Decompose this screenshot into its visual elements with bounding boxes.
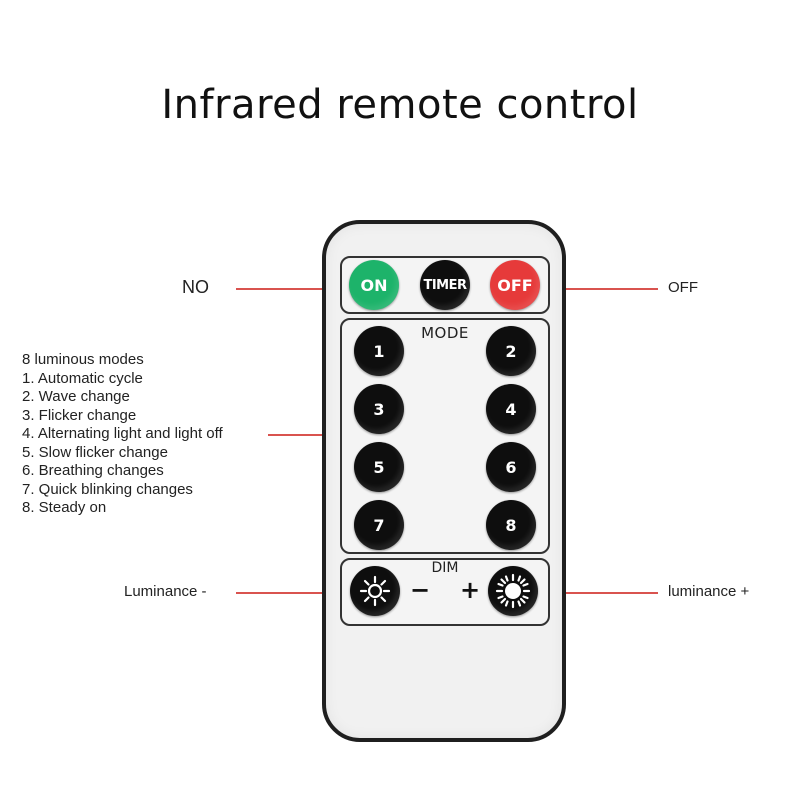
callout-on-label: NO (182, 277, 209, 297)
mode-button-2[interactable]: 2 (486, 326, 536, 376)
mode-button-1[interactable]: 1 (354, 326, 404, 376)
modes-list-item: 3. Flicker change (22, 406, 137, 424)
dim-label: DIM (431, 560, 459, 576)
modes-list-item: 2. Wave change (22, 388, 130, 405)
timer-button[interactable]: TIMER (420, 260, 470, 310)
callout-luminance-minus: Luminance - (124, 583, 207, 600)
mode-button-4[interactable]: 4 (486, 384, 536, 434)
sun-outline-icon (359, 575, 391, 607)
mode-panel: MODE 1 2 3 4 5 6 7 8 (340, 318, 550, 554)
dim-down-button[interactable] (350, 566, 400, 616)
modes-list: 8 luminous modes 1. Automatic cycle 2. W… (22, 351, 223, 518)
mode-button-6[interactable]: 6 (486, 442, 536, 492)
dim-panel: DIM − + (340, 558, 550, 626)
dim-up-button[interactable] (488, 566, 538, 616)
callout-line-luminance-minus (236, 592, 324, 594)
remote-body: ON TIMER OFF MODE 1 2 3 4 5 6 7 8 DIM (322, 220, 566, 742)
modes-list-heading: 8 luminous modes (22, 351, 144, 368)
modes-list-item: 1. Automatic cycle (22, 369, 143, 387)
mode-button-5[interactable]: 5 (354, 442, 404, 492)
modes-list-item: 7. Quick blinking changes (22, 480, 193, 498)
modes-list-item: 8. Steady on (22, 499, 107, 516)
modes-list-item: 5. Slow flicker change (22, 443, 168, 461)
on-button[interactable]: ON (349, 260, 399, 310)
modes-list-item: 4. Alternating light and light off (22, 425, 223, 442)
modes-list-item: 6. Breathing changes (22, 462, 164, 479)
mode-button-8[interactable]: 8 (486, 500, 536, 550)
callout-line-on (236, 288, 324, 290)
callout-off-label: OFF (668, 279, 698, 296)
sun-filled-icon (495, 573, 531, 609)
callout-luminance-plus: luminance + (668, 583, 750, 600)
mode-button-3[interactable]: 3 (354, 384, 404, 434)
mode-label: MODE (421, 324, 469, 342)
power-panel: ON TIMER OFF (340, 256, 550, 314)
off-button[interactable]: OFF (490, 260, 540, 310)
dim-plus-sign: + (460, 576, 481, 604)
callout-line-off (566, 288, 658, 290)
dim-minus-sign: − (410, 576, 431, 604)
callout-line-luminance-plus (566, 592, 658, 594)
mode-button-7[interactable]: 7 (354, 500, 404, 550)
page-title: Infrared remote control (161, 82, 639, 128)
callout-line-modes (268, 434, 324, 436)
